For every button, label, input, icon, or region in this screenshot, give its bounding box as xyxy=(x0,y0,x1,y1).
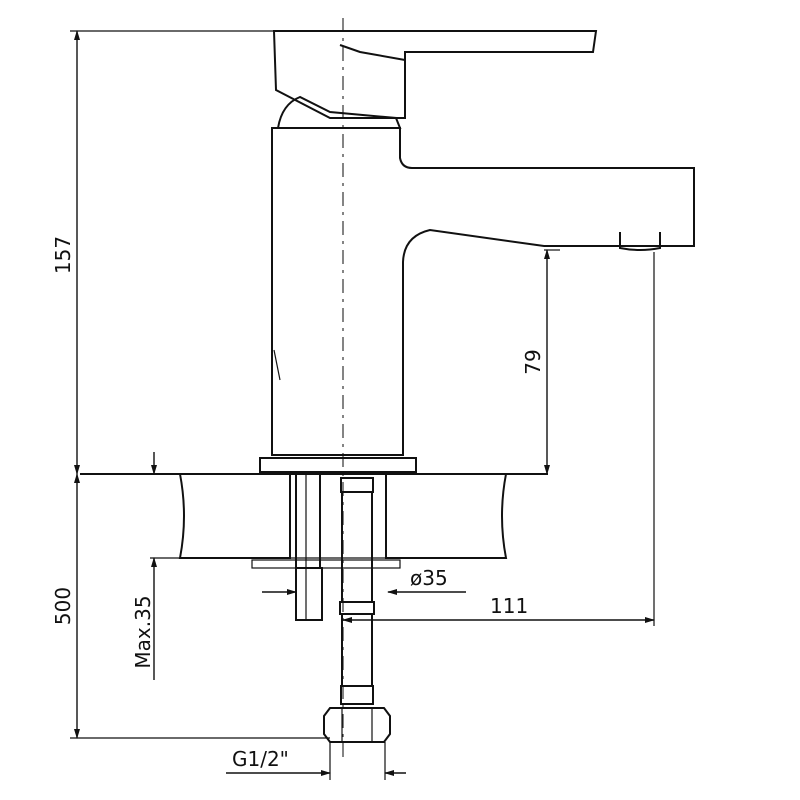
label-g12: G1/2" xyxy=(232,747,289,771)
label-157: 157 xyxy=(51,236,75,274)
surface-highlight xyxy=(273,349,281,381)
hose-ferrule-top xyxy=(340,477,374,493)
hose-braid-lower xyxy=(341,613,373,687)
label-111: 111 xyxy=(490,594,528,618)
fixing-stud xyxy=(251,473,401,621)
hose-nut-g12 xyxy=(323,707,391,743)
handle-collar xyxy=(276,95,402,129)
body-column-spout xyxy=(271,127,695,456)
countertop xyxy=(80,473,548,559)
fixing-nut xyxy=(295,567,323,621)
handle-detail xyxy=(339,44,406,61)
washer-plate xyxy=(251,559,401,569)
label-79: 79 xyxy=(521,349,545,374)
label-500: 500 xyxy=(51,587,75,625)
faucet-base xyxy=(259,457,417,473)
countertop-left xyxy=(178,473,291,559)
hose-ferrule-bottom xyxy=(340,685,374,705)
hose-ring xyxy=(339,601,375,615)
label-d35: ø35 xyxy=(410,566,448,590)
countertop-right xyxy=(385,473,508,559)
label-max35: Max.35 xyxy=(131,595,155,668)
dimension-lines xyxy=(70,30,655,780)
faucet-body xyxy=(259,30,695,473)
stud-sleeve xyxy=(295,473,321,569)
aerator xyxy=(619,232,661,251)
handle-lever xyxy=(272,30,598,119)
hose-braid-upper xyxy=(341,491,373,603)
flex-hose xyxy=(323,477,391,743)
